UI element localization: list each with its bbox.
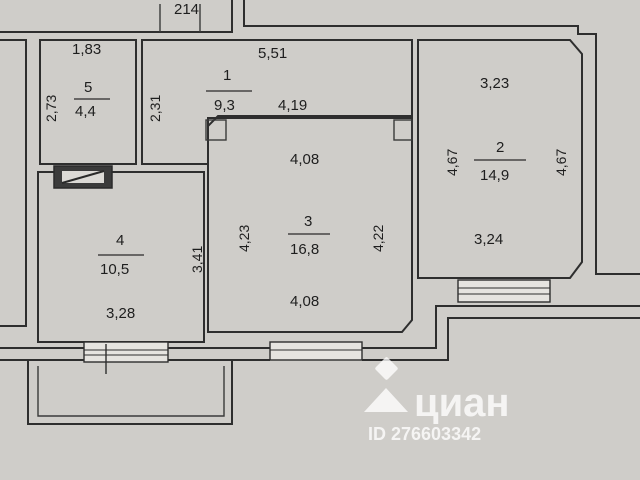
room-4-area: 10,5 — [100, 261, 129, 278]
balcony-outline — [27, 360, 233, 425]
room-2-outline — [417, 39, 583, 279]
outer-walls — [0, 0, 640, 361]
room-3-right-label: 4,22 — [370, 225, 386, 252]
room-5-area: 4,4 — [75, 103, 96, 120]
room-1-number: 1 — [223, 67, 231, 84]
room-3-number: 3 — [304, 213, 312, 230]
top-dimension-label: 214 — [174, 1, 199, 18]
room-5-number: 5 — [84, 79, 92, 96]
room-3-bottom-label: 4,08 — [290, 293, 319, 310]
window-room-3 — [269, 341, 363, 361]
cian-watermark: циан ID 276603342 — [364, 357, 510, 444]
room-4-width-label: 3,28 — [106, 305, 135, 322]
room-1-area: 9,3 — [214, 97, 235, 114]
room-3-outline — [207, 117, 413, 333]
room-2-left-label: 4,67 — [444, 149, 460, 176]
room-4-number: 4 — [116, 232, 124, 249]
room-3-area: 16,8 — [290, 241, 319, 258]
window-room-4 — [83, 341, 169, 374]
room-1-height-label: 2,31 — [147, 95, 163, 122]
room-3-top-label: 4,08 — [290, 151, 319, 168]
room-1-inner-label: 4,19 — [278, 97, 307, 114]
room-2-bottom-label: 3,24 — [474, 231, 503, 248]
room-2-area: 14,9 — [480, 167, 509, 184]
room-5-width-label: 1,83 — [72, 41, 101, 58]
room-3-left-label: 4,23 — [236, 225, 252, 252]
cian-logo-icon — [364, 357, 408, 412]
room-1-width-label: 5,51 — [258, 45, 287, 62]
room-5-height-label: 2,73 — [43, 95, 59, 122]
room-4-height-label: 3,41 — [189, 246, 205, 273]
room-2-right-label: 4,67 — [553, 149, 569, 176]
room-2-top-label: 3,23 — [480, 75, 509, 92]
vent-duct — [53, 165, 113, 189]
listing-id-text: ID 276603342 — [368, 424, 481, 444]
room-5-outline — [39, 39, 137, 165]
room-1-outline — [141, 39, 413, 165]
window-room-2 — [457, 279, 551, 303]
cian-brand-text: циан — [414, 381, 510, 425]
room-2-number: 2 — [496, 139, 504, 156]
